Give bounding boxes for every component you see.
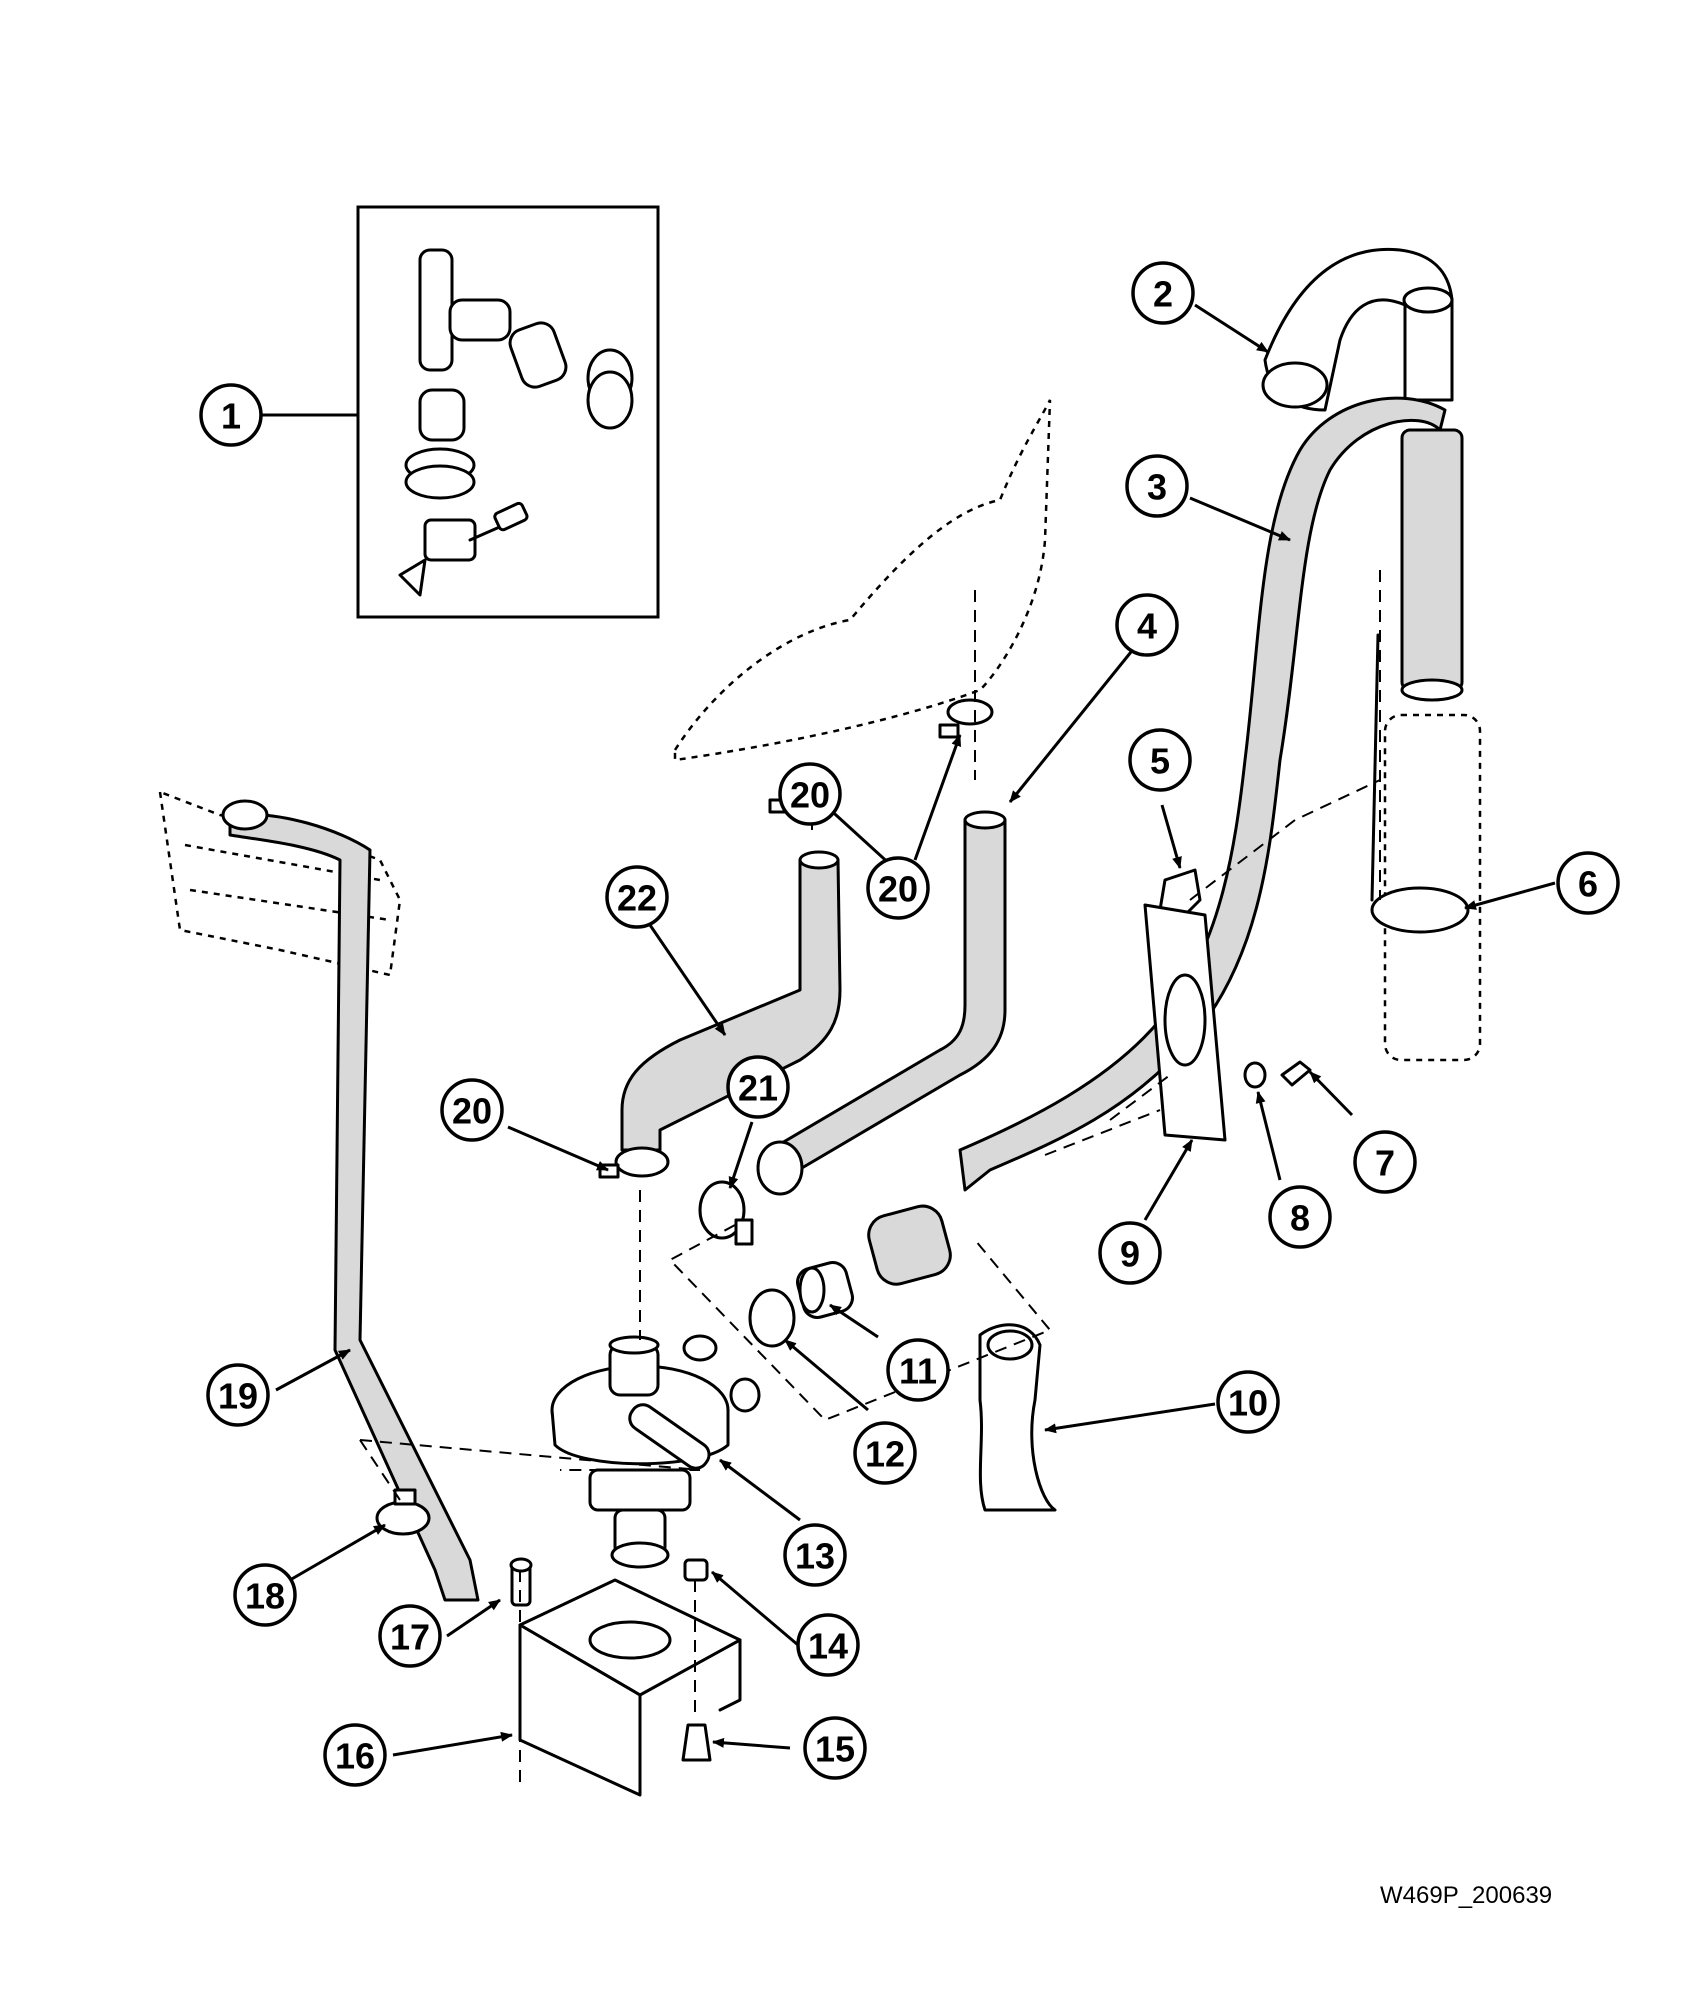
callout-6: 6 xyxy=(1556,851,1620,915)
callout-number: 13 xyxy=(795,1536,835,1577)
leader-lines xyxy=(262,303,1556,1757)
callout-number: 15 xyxy=(815,1729,855,1770)
callout-9: 9 xyxy=(1098,1221,1162,1285)
callout-circle xyxy=(726,1055,790,1119)
callout-circle xyxy=(1556,851,1620,915)
holder-plate xyxy=(1143,903,1227,1142)
callout-14: 14 xyxy=(796,1613,860,1677)
callout-number: 1 xyxy=(221,396,241,437)
callout-circle xyxy=(853,1421,917,1485)
callout-number: 21 xyxy=(738,1068,778,1109)
callout-number: 20 xyxy=(452,1091,492,1132)
callout-number: 22 xyxy=(617,878,657,919)
callout-number: 20 xyxy=(878,869,918,910)
callout-22: 22 xyxy=(605,865,669,929)
tub-outline xyxy=(673,399,1052,762)
callout-11: 11 xyxy=(886,1338,950,1402)
callout-number: 20 xyxy=(790,775,830,816)
callout-13: 13 xyxy=(783,1523,847,1587)
callout-number: 4 xyxy=(1137,606,1157,647)
callout-circle xyxy=(1268,1185,1332,1249)
callout-16: 16 xyxy=(323,1723,387,1787)
callout-circle xyxy=(886,1338,950,1402)
callout-circle xyxy=(605,865,669,929)
drawing-code: W469P_200639 xyxy=(1380,1882,1552,1909)
callout-circle xyxy=(233,1563,297,1627)
callout-number: 5 xyxy=(1150,741,1170,782)
drain-hose xyxy=(867,396,1464,1286)
callout-circle xyxy=(866,856,930,920)
callout-1: 1 xyxy=(199,383,263,447)
callout-number: 17 xyxy=(390,1617,430,1658)
callout-circle xyxy=(323,1723,387,1787)
callout-number: 16 xyxy=(335,1736,375,1777)
callout-2: 2 xyxy=(1131,261,1195,325)
callout-circle xyxy=(206,1363,270,1427)
callout-20: 20 xyxy=(440,1078,504,1142)
alignment-lines xyxy=(359,570,1381,1790)
hose-bracket xyxy=(978,1323,1057,1512)
pump-bracket xyxy=(518,1578,742,1797)
callout-circle xyxy=(440,1078,504,1142)
coupling-11 xyxy=(796,1261,854,1319)
callout-circle xyxy=(199,383,263,447)
callout-5: 5 xyxy=(1128,728,1192,792)
callout-8: 8 xyxy=(1268,1185,1332,1249)
screw-washer xyxy=(1243,1060,1312,1089)
clamp-21 xyxy=(698,1180,754,1246)
callout-circle xyxy=(1128,728,1192,792)
callout-number: 11 xyxy=(899,1351,937,1392)
callout-number: 8 xyxy=(1290,1198,1310,1239)
callout-circle xyxy=(1125,454,1189,518)
callout-number: 12 xyxy=(865,1434,905,1475)
drain-pump xyxy=(550,1334,761,1569)
callout-circle xyxy=(796,1613,860,1677)
callout-17: 17 xyxy=(378,1604,442,1668)
callout-circle xyxy=(1115,593,1179,657)
callout-circle xyxy=(1131,261,1195,325)
clamp-12 xyxy=(748,1288,796,1348)
long-hose xyxy=(221,799,480,1602)
callout-12: 12 xyxy=(853,1421,917,1485)
callout-circle xyxy=(803,1716,867,1780)
callout-number: 14 xyxy=(808,1626,848,1667)
callout-19: 19 xyxy=(206,1363,270,1427)
callout-circle xyxy=(778,762,842,826)
callout-circle xyxy=(378,1604,442,1668)
callout-circle xyxy=(1098,1221,1162,1285)
fasteners xyxy=(509,1557,712,1762)
callout-circle xyxy=(1216,1370,1280,1434)
callout-10: 10 xyxy=(1216,1370,1280,1434)
callout-number: 6 xyxy=(1578,864,1598,905)
callout-7: 7 xyxy=(1353,1130,1417,1194)
callout-number: 7 xyxy=(1375,1143,1395,1184)
callout-20: 20 xyxy=(778,762,842,826)
callout-circle xyxy=(1353,1130,1417,1194)
callout-3: 3 xyxy=(1125,454,1189,518)
callout-number: 3 xyxy=(1147,467,1167,508)
callout-15: 15 xyxy=(803,1716,867,1780)
strap-clamp xyxy=(1370,633,1470,934)
formed-hose-4 xyxy=(756,810,1007,1196)
clip-5 xyxy=(1158,868,1202,922)
callout-21: 21 xyxy=(726,1055,790,1119)
callout-number: 10 xyxy=(1228,1383,1268,1424)
callout-number: 18 xyxy=(245,1576,285,1617)
callout-circle xyxy=(783,1523,847,1587)
hose-guide xyxy=(1261,247,1454,412)
clamp-18 xyxy=(375,1488,431,1536)
standpipe-outline xyxy=(1383,713,1482,1062)
callout-4: 4 xyxy=(1115,593,1179,657)
drain-kit-box xyxy=(356,205,660,619)
callout-18: 18 xyxy=(233,1563,297,1627)
callout-number: 9 xyxy=(1120,1234,1140,1275)
callout-number: 19 xyxy=(218,1376,258,1417)
callout-20: 20 xyxy=(866,856,930,920)
callout-number: 2 xyxy=(1153,274,1173,315)
